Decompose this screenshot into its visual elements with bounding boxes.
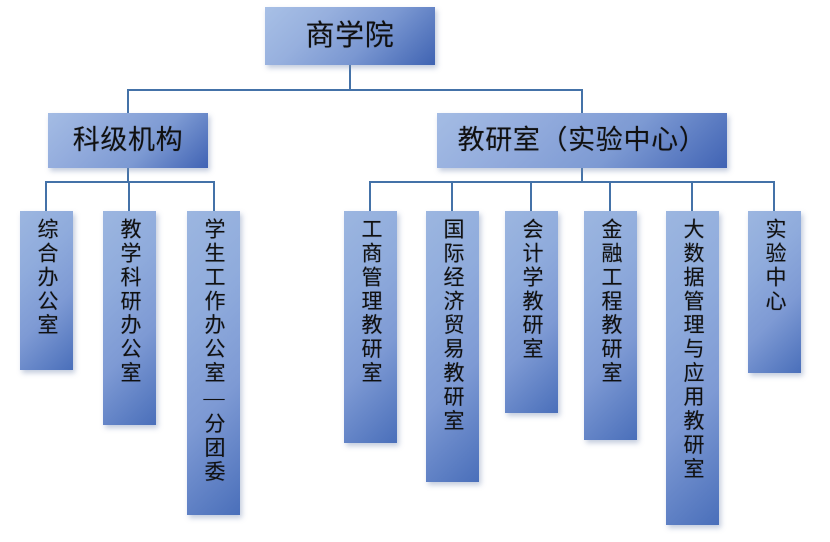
connector-drop-ke-ji-0 — [45, 181, 47, 211]
connector-drop-jiao-yan-4 — [691, 181, 693, 211]
node-label: 会计学教研室 — [520, 218, 544, 362]
node-label: 实验中心 — [763, 218, 787, 314]
connector-drop-ke-ji — [127, 89, 129, 114]
node-label: 教研室（实验中心） — [457, 125, 707, 156]
node-label: 科级机构 — [72, 125, 184, 156]
node-root-business-school[interactable]: 商学院 — [265, 7, 435, 65]
node-level2-teaching-research-labs[interactable]: 教研室（实验中心） — [437, 113, 727, 168]
node-leaf-big-data-management[interactable]: 大数据管理与应用教研室 — [666, 211, 719, 525]
connector-root-stem — [349, 65, 351, 91]
node-label: 工商管理教研室 — [359, 218, 383, 386]
connector-drop-jiao-yan-0 — [369, 181, 371, 211]
connector-drop-jiao-yan — [581, 89, 583, 114]
connector-bus-jiao-yan — [369, 181, 775, 183]
node-leaf-experiment-center[interactable]: 实验中心 — [748, 211, 801, 373]
connector-drop-ke-ji-1 — [128, 181, 130, 211]
node-label: 综合办公室 — [35, 218, 59, 338]
node-label: 学生工作办公室—分团委 — [202, 218, 226, 485]
connector-drop-ke-ji-2 — [213, 181, 215, 211]
connector-stem-jiao-yan — [581, 168, 583, 182]
node-leaf-financial-engineering[interactable]: 金融工程教研室 — [584, 211, 637, 440]
node-leaf-international-trade[interactable]: 国际经济贸易教研室 — [426, 211, 479, 482]
connector-stem-ke-ji — [127, 168, 129, 182]
node-label: 国际经济贸易教研室 — [441, 218, 465, 434]
node-label: 商学院 — [305, 19, 395, 52]
node-leaf-teaching-research-office[interactable]: 教学科研办公室 — [103, 211, 156, 425]
node-label: 大数据管理与应用教研室 — [681, 218, 705, 482]
connector-drop-jiao-yan-2 — [530, 181, 532, 211]
node-label: 教学科研办公室 — [118, 218, 142, 386]
node-leaf-general-office[interactable]: 综合办公室 — [20, 211, 73, 370]
node-label: 金融工程教研室 — [599, 218, 623, 386]
node-leaf-student-affairs-office[interactable]: 学生工作办公室—分团委 — [187, 211, 240, 515]
node-level2-department-units[interactable]: 科级机构 — [48, 113, 208, 168]
connector-bus-ke-ji — [45, 181, 215, 183]
connector-drop-jiao-yan-1 — [451, 181, 453, 211]
connector-drop-jiao-yan-5 — [773, 181, 775, 211]
connector-root-bus — [127, 89, 583, 91]
node-leaf-business-administration[interactable]: 工商管理教研室 — [344, 211, 397, 443]
connector-drop-jiao-yan-3 — [609, 181, 611, 211]
node-leaf-accounting[interactable]: 会计学教研室 — [505, 211, 558, 413]
